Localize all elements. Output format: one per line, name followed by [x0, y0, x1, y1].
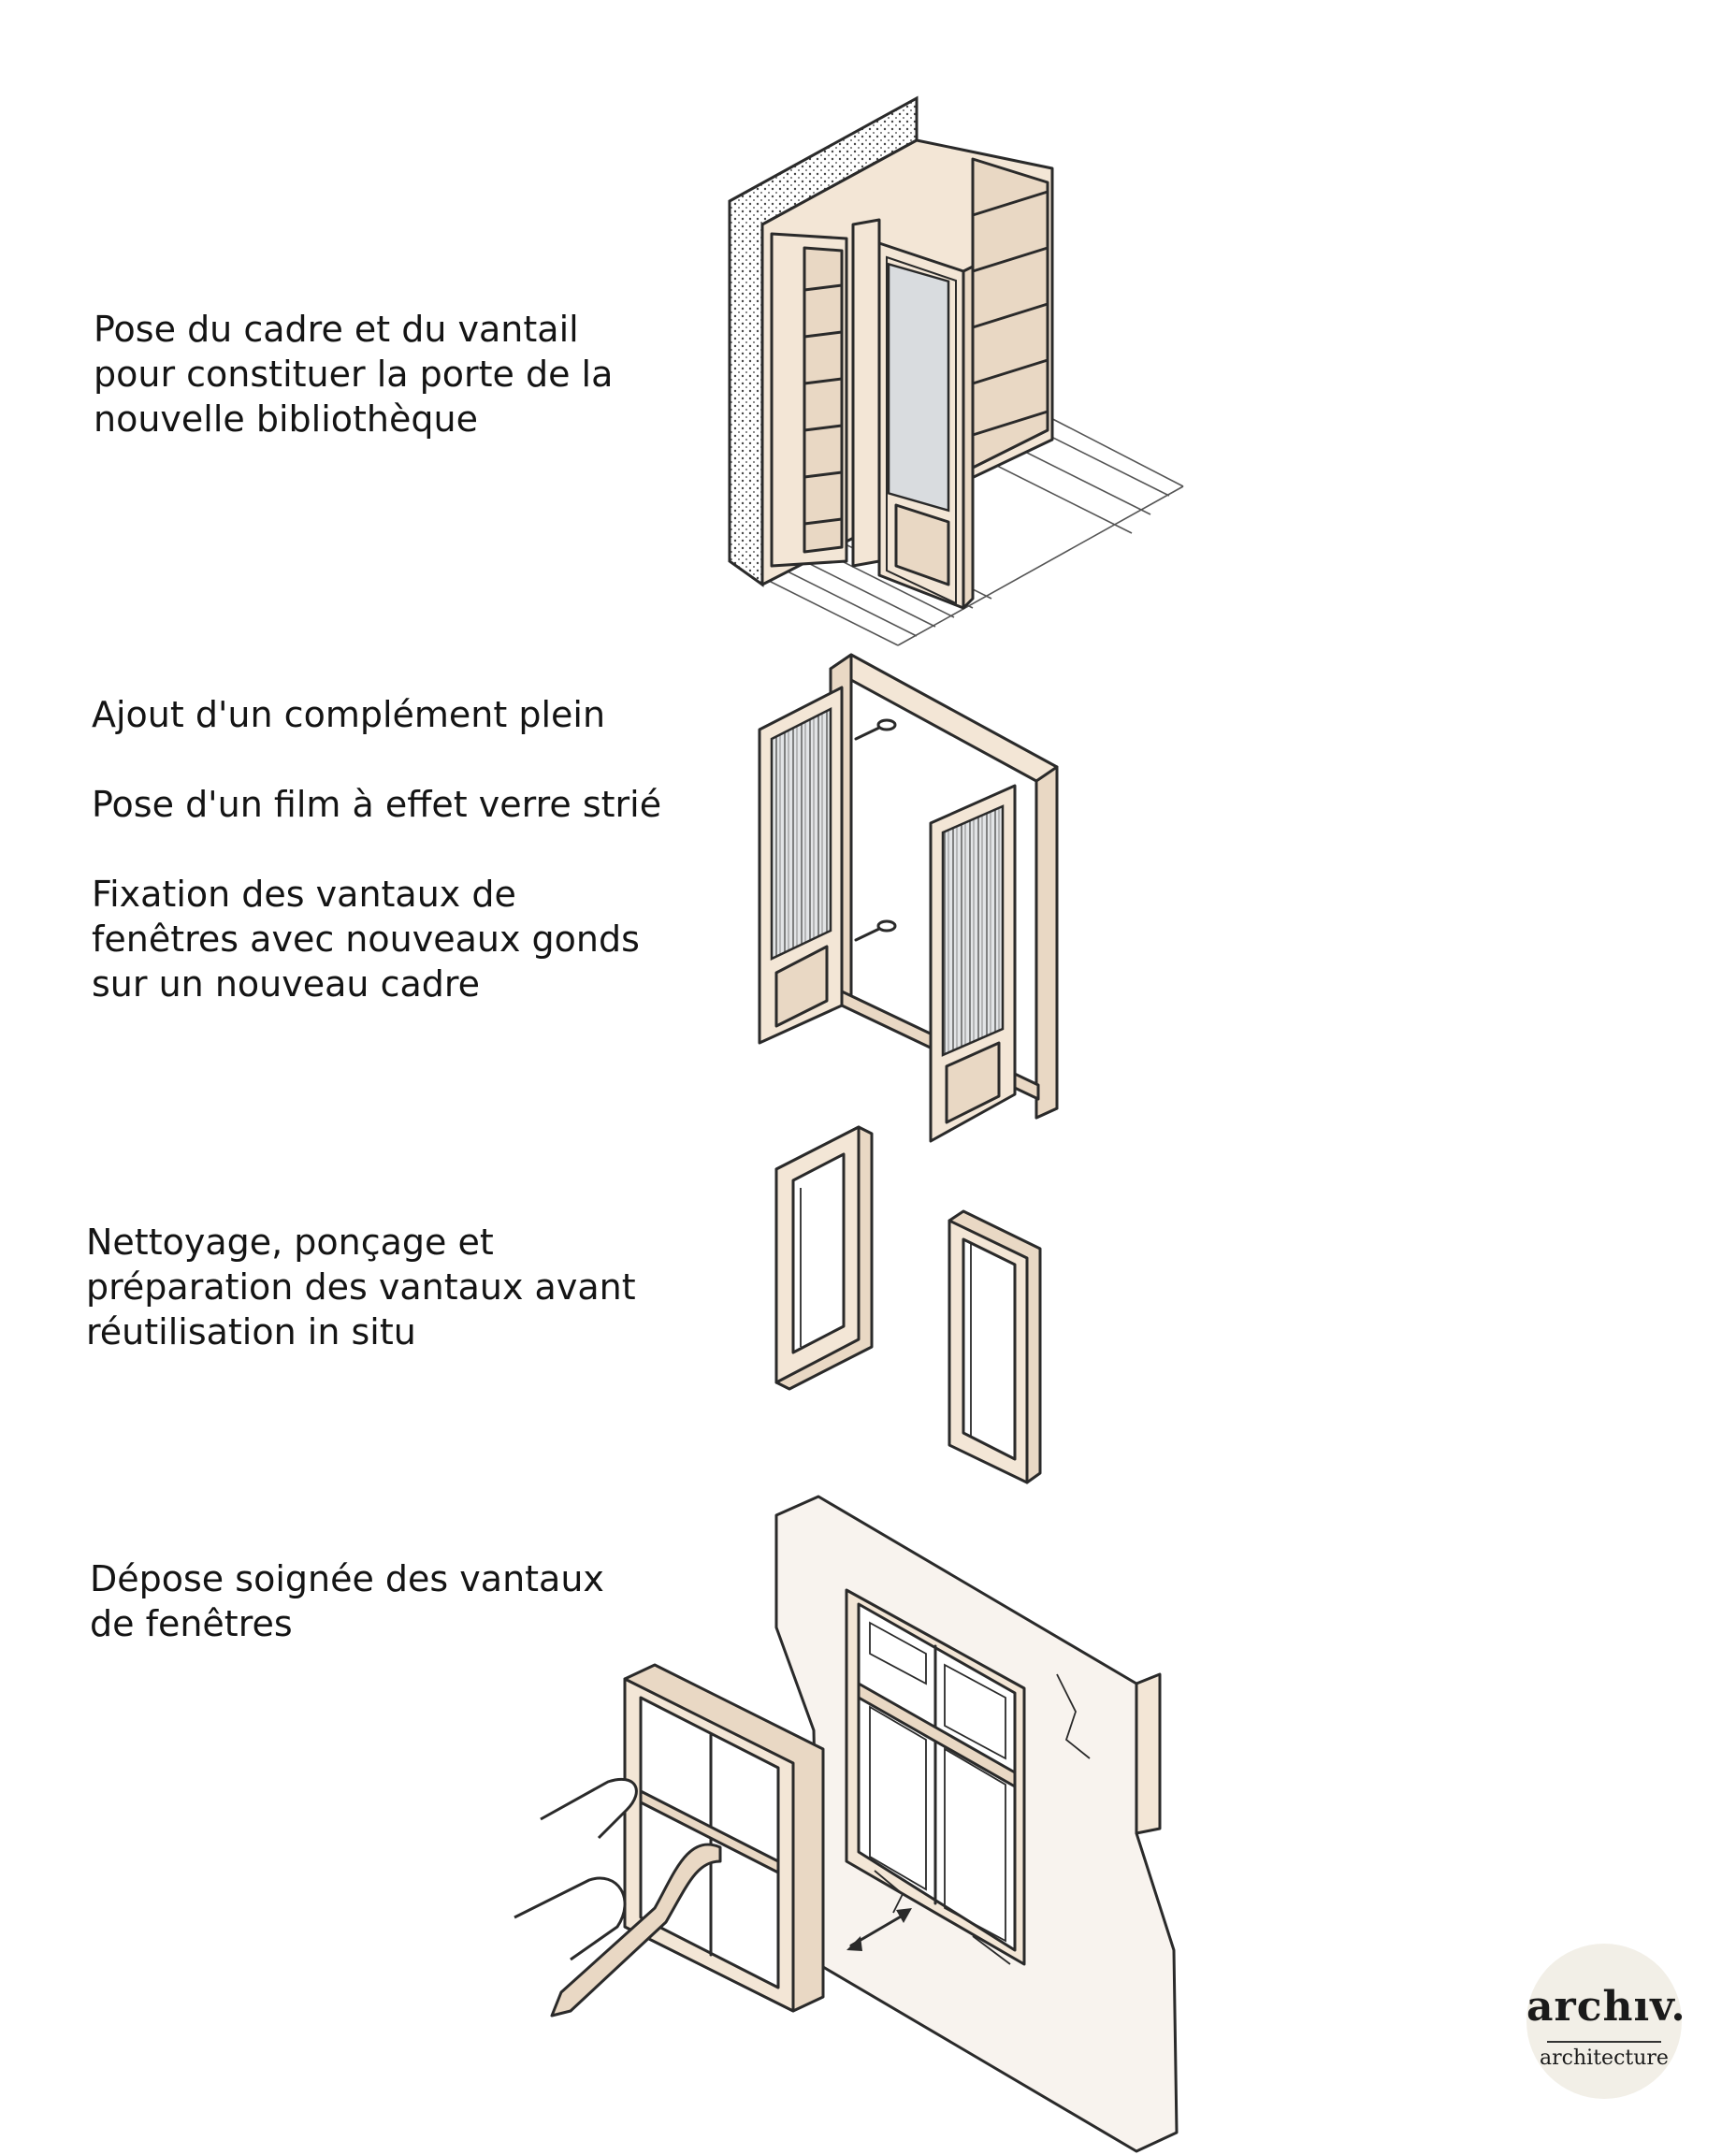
door-frame-illustration [758, 653, 1059, 1143]
bookcase-illustration [728, 95, 1184, 646]
crowbar-icon [550, 1843, 722, 2018]
archiv-logo: archıv. architecture [1526, 1944, 1686, 2099]
window-sash-illustration [774, 1125, 1042, 1484]
wall-window-illustration [514, 1495, 1179, 2153]
step-4-caption: Dépose soignée des vantaux de fenêtres [90, 1558, 604, 1644]
step-3-caption: Nettoyage, ponçage et préparation des va… [86, 1222, 636, 1352]
logo-name: archıv. [1526, 1983, 1686, 2031]
logo-rule [1547, 2041, 1661, 2043]
step-1-caption: Pose du cadre et du vantail pour constit… [94, 309, 614, 440]
logo-subtitle: architecture [1540, 2047, 1669, 2070]
step-2-caption: Ajout d'un complément plein Pose d'un fi… [92, 694, 662, 1005]
double-arrow-icon [846, 1908, 912, 1951]
